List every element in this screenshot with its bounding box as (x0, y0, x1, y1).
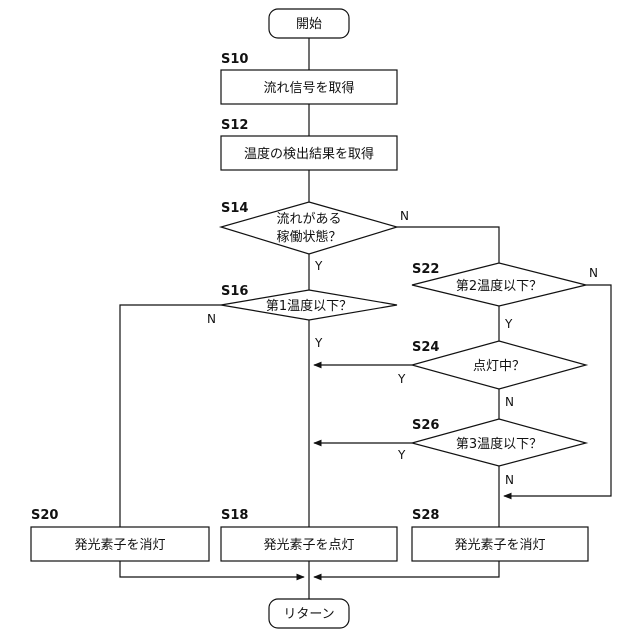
step-s26: S26 第3温度以下？ Y N (397, 418, 586, 487)
branch-label-s22-no: N (589, 266, 598, 280)
process-label-s10: 流れ信号を取得 (263, 80, 354, 96)
connector-s22-no (504, 285, 611, 496)
branch-label-s16-no: N (207, 312, 216, 326)
connector-s14-no (397, 227, 499, 263)
step-id-s22: S22 (412, 262, 439, 277)
return-label: リターン (283, 607, 334, 622)
step-s28: S28 発光素子を消灯 (412, 508, 588, 561)
step-id-s20: S20 (31, 508, 58, 523)
step-id-s12: S12 (221, 118, 248, 133)
step-id-s28: S28 (412, 508, 439, 523)
process-label-s12: 温度の検出結果を取得 (244, 146, 374, 162)
connector-s28-return (314, 561, 499, 577)
branch-label-s14-yes: Y (314, 259, 323, 273)
decision-label-s16: 第1温度以下？ (266, 298, 352, 314)
branch-label-s26-yes: Y (397, 448, 406, 462)
branch-label-s24-yes: Y (397, 372, 406, 386)
step-id-s14: S14 (221, 201, 248, 216)
branch-label-s24-no: N (505, 395, 514, 409)
step-s14: S14 流れがある 稼働状態？ N Y (221, 201, 409, 273)
decision-label-s26: 第3温度以下？ (456, 436, 542, 452)
branch-label-s16-yes: Y (314, 336, 323, 350)
decision-label-s22: 第2温度以下？ (456, 278, 542, 294)
branch-label-s14-no: N (400, 209, 409, 223)
process-label-s28: 発光素子を消灯 (454, 538, 545, 553)
step-id-s18: S18 (221, 508, 248, 523)
step-id-s16: S16 (221, 284, 248, 299)
step-id-s10: S10 (221, 52, 248, 67)
process-label-s20: 発光素子を消灯 (74, 538, 165, 553)
decision-label-s14-line1: 流れがある (276, 212, 341, 227)
decision-label-s14-line2: 稼働状態？ (276, 229, 341, 245)
process-label-s18: 発光素子を点灯 (263, 538, 354, 553)
branch-label-s22-yes: Y (504, 317, 513, 331)
step-id-s24: S24 (412, 340, 439, 355)
connector-s16-no (120, 305, 221, 527)
step-s24: S24 点灯中？ Y N (397, 340, 586, 409)
step-s22: S22 第2温度以下？ N Y (412, 262, 598, 331)
start-terminal: 開始 (269, 9, 349, 38)
connector-s20-return (120, 561, 304, 577)
return-terminal: リターン (269, 599, 349, 628)
branch-label-s26-no: N (505, 473, 514, 487)
connectors (120, 38, 611, 599)
start-label: 開始 (296, 17, 322, 32)
step-s16: S16 第1温度以下？ N Y (207, 284, 397, 350)
decision-label-s24: 点灯中？ (473, 359, 525, 374)
step-id-s26: S26 (412, 418, 439, 433)
